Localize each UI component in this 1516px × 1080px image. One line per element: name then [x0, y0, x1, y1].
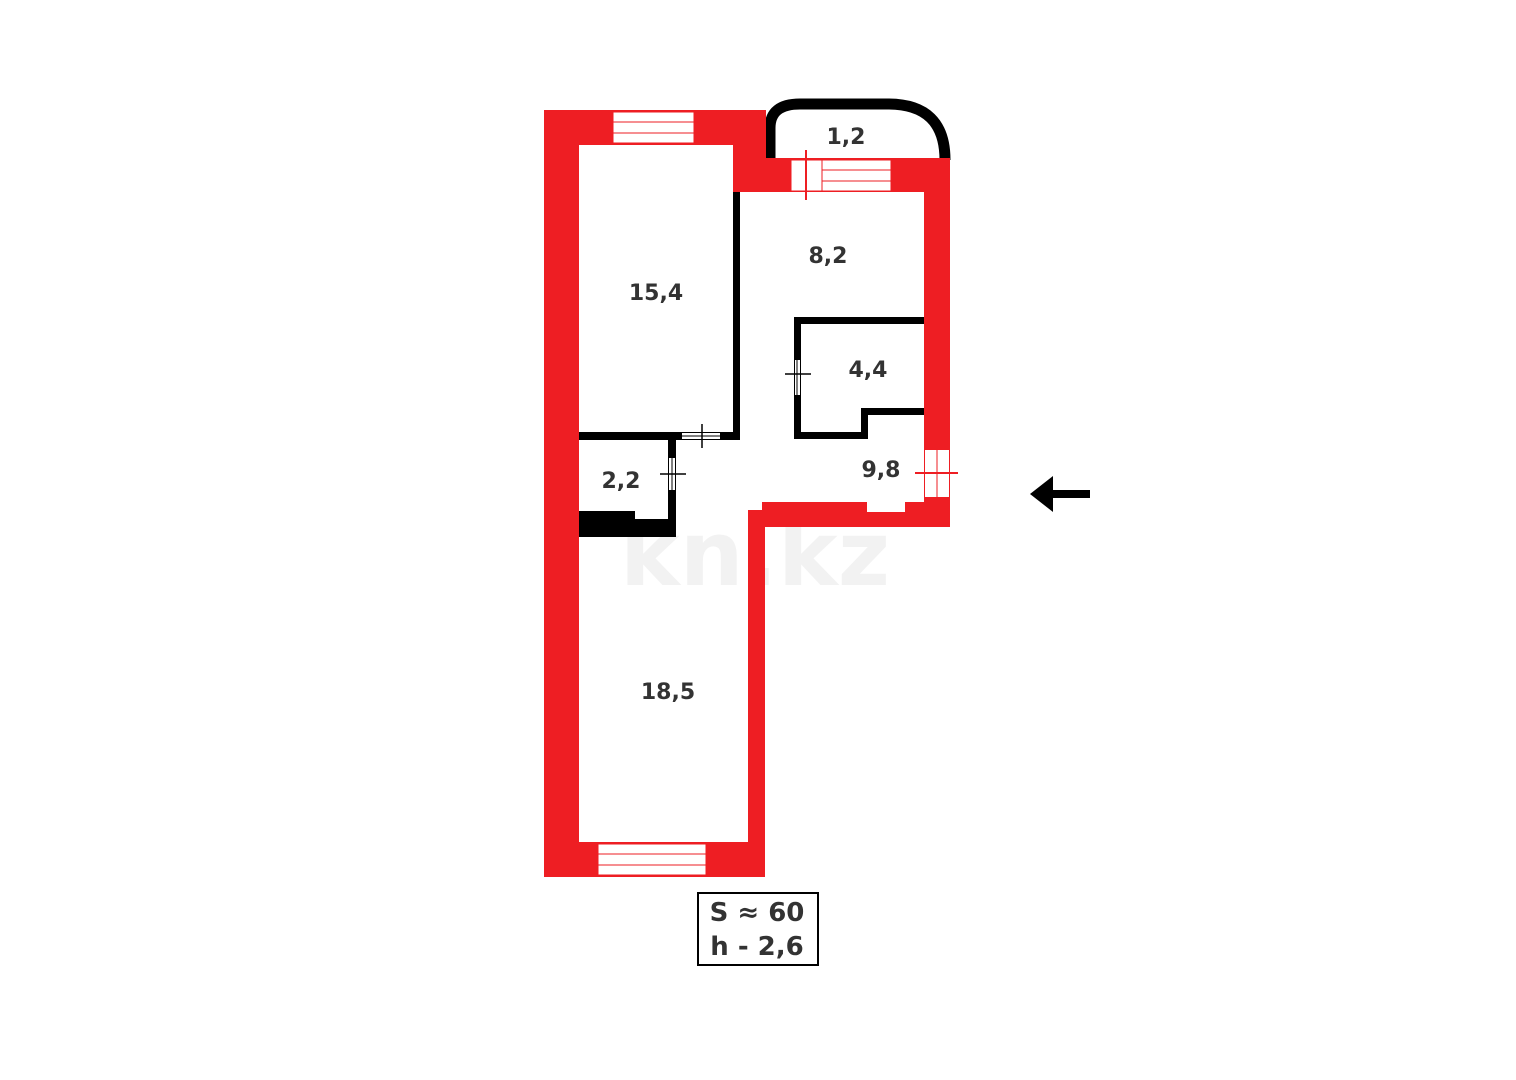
- total-area: S ≈ 60: [710, 898, 805, 928]
- entrance-door: [915, 450, 958, 497]
- balcony-window-door: [790, 150, 892, 200]
- room-area-bathroom: 4,4: [849, 358, 888, 383]
- ceiling-height: h - 2,6: [710, 932, 803, 962]
- door: [785, 360, 811, 395]
- room-area-room-1: 15,4: [629, 281, 683, 306]
- window: [597, 843, 707, 876]
- room-area-kitchen: 8,2: [809, 244, 848, 269]
- room-area-room-2: 18,5: [641, 680, 695, 705]
- door: [660, 458, 686, 490]
- room-area-balcony: 1,2: [827, 125, 866, 150]
- exterior-walls: [544, 110, 950, 877]
- door: [682, 424, 720, 448]
- room-area-hallway: 9,8: [862, 458, 901, 483]
- balcony-railing: [764, 98, 951, 161]
- summary-box: S ≈ 60 h - 2,6: [697, 892, 819, 966]
- window: [612, 111, 695, 144]
- room-area-toilet: 2,2: [602, 469, 641, 494]
- arrow-left-icon: [1030, 476, 1090, 512]
